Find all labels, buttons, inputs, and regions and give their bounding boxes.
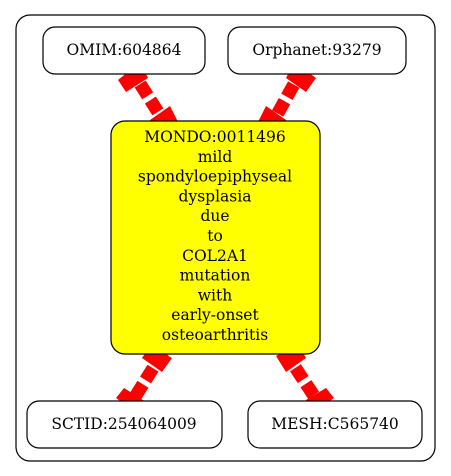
node-mesh[interactable]: MESH:C565740 (247, 400, 423, 449)
node-orphanet-label: Orphanet:93279 (252, 41, 381, 59)
node-mondo-label-line: spondyloepiphyseal (138, 168, 292, 186)
node-mondo-label-line: mutation (180, 267, 251, 285)
node-mondo-label-line: mild (198, 148, 233, 166)
node-mondo-label-line: to (207, 227, 223, 245)
node-orphanet[interactable]: Orphanet:93279 (227, 26, 407, 75)
node-sctid-label: SCTID:254064009 (51, 415, 196, 433)
node-orphanet-box (227, 26, 407, 75)
node-omim[interactable]: OMIM:604864 (42, 26, 206, 75)
node-mondo-label-line: COL2A1 (182, 247, 248, 265)
node-sctid-box (26, 400, 223, 449)
node-mondo-label-line: early-onset (171, 306, 259, 324)
node-mondo-label-line: dysplasia (179, 187, 252, 205)
node-omim-label: OMIM:604864 (67, 41, 182, 59)
node-sctid[interactable]: SCTID:254064009 (26, 400, 223, 449)
node-mondo-label-line: MONDO:0011496 (144, 128, 286, 146)
node-mondo-label-line: due (200, 207, 229, 225)
node-mesh-label: MESH:C565740 (271, 415, 399, 433)
node-omim-box (42, 26, 206, 75)
node-mondo-label-line: with (198, 286, 232, 304)
node-mondo-box (110, 120, 321, 355)
node-mondo-label-line: osteoarthritis (162, 326, 268, 344)
node-mesh-box (247, 400, 423, 449)
